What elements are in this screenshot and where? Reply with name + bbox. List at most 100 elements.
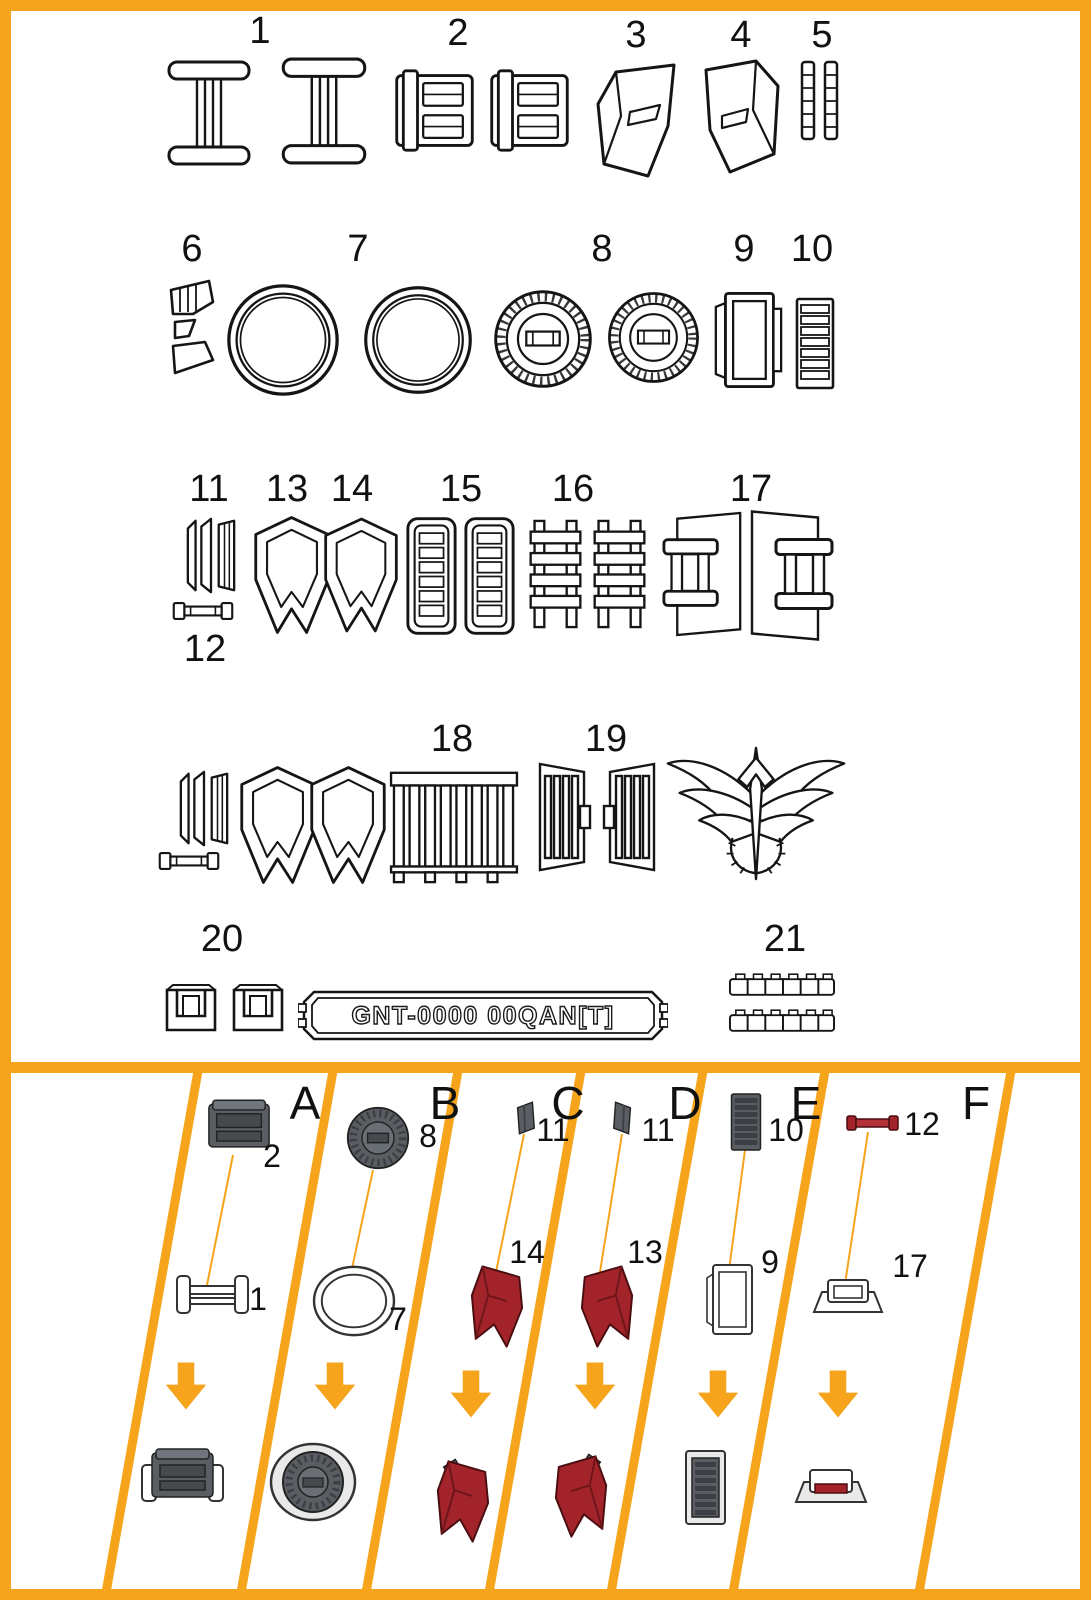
asm-c-part-11-label: 11 [536, 1112, 570, 1148]
part-11-diagram [186, 517, 236, 594]
part-label-18: 18 [430, 718, 474, 760]
part-20-diagram-a [165, 983, 217, 1032]
part-1-diagram-a [167, 60, 251, 166]
part-16-diagram-b [593, 519, 646, 629]
asm-e-part-9-label: 9 [761, 1244, 779, 1280]
assembly-step-f: F [961, 1077, 991, 1129]
assembly-step-d: D [668, 1077, 702, 1129]
assembly-step-e: E [790, 1077, 822, 1129]
asm-c-part-11 [516, 1101, 536, 1135]
part-label-2: 2 [447, 12, 469, 54]
part-16-diagram-a [529, 519, 582, 629]
part-19-diagram-a [538, 762, 592, 872]
part-label-9: 9 [733, 228, 755, 270]
asm-e-part-10-label: 10 [768, 1112, 804, 1148]
asm-a-part-1 [176, 1275, 249, 1314]
asm-b-part-7 [312, 1265, 396, 1337]
asm-b-part-8 [345, 1105, 411, 1171]
down-arrow-icon [817, 1370, 859, 1418]
asm-d-part-11-label: 11 [641, 1112, 675, 1148]
part-label-7: 7 [347, 228, 369, 270]
asm-c-part-14 [470, 1265, 524, 1348]
part-label-16: 16 [551, 468, 595, 510]
asm-a-part-1-label: 1 [249, 1281, 267, 1317]
part-19-diagram-b [602, 762, 656, 872]
part-label-4: 4 [730, 14, 752, 56]
part-15-diagram-b [464, 517, 515, 635]
part-label-1: 1 [249, 10, 271, 52]
part-label-21: 21 [763, 918, 807, 960]
asm-f-part-12-label: 12 [904, 1106, 940, 1142]
down-arrow-icon [450, 1370, 492, 1418]
part-5-diagram [800, 60, 839, 141]
assembly-step-a: A [289, 1077, 321, 1129]
asm-d-part-13-label: 13 [627, 1234, 663, 1270]
part-12-diagram-r4 [158, 851, 220, 871]
part-label-6: 6 [181, 228, 203, 270]
part-4-diagram [704, 59, 780, 174]
asm-b-part-7-label: 7 [389, 1301, 407, 1337]
asm-d-part-11 [612, 1101, 632, 1135]
asm-f-result [795, 1469, 867, 1503]
part-15-diagram-a [406, 517, 457, 635]
part-2-diagram-b [490, 69, 569, 152]
part-21-diagram-a [728, 973, 836, 996]
part-12-diagram [172, 601, 234, 621]
down-arrow-icon [574, 1362, 616, 1410]
asm-b-result [268, 1440, 358, 1525]
down-arrow-icon [165, 1362, 207, 1410]
part-7-diagram-b [364, 286, 472, 394]
part-20-diagram-b [232, 983, 284, 1032]
section-divider [0, 1062, 1091, 1073]
asm-e-result [685, 1450, 726, 1525]
diagonal-divider-7 [909, 1069, 1016, 1600]
part-label-17: 17 [729, 468, 773, 510]
part-label-3: 3 [625, 14, 647, 56]
assembly-step-b: B [429, 1077, 461, 1129]
part-label-13: 13 [265, 468, 309, 510]
down-arrow-icon [314, 1362, 356, 1410]
asm-e-part-10 [730, 1093, 762, 1151]
part-8-diagram-b [606, 290, 701, 385]
part-8-diagram-a [492, 288, 594, 390]
part-14-diagram [324, 517, 398, 633]
part-2-diagram-a [395, 69, 474, 152]
asm-c-part-14-label: 14 [509, 1234, 545, 1270]
assembly-step-c: C [551, 1077, 585, 1129]
wing-emblem-icon [662, 742, 850, 884]
asm-c-result [432, 1455, 492, 1545]
part-17-diagram-a [662, 511, 742, 637]
part-6-diagram [169, 279, 215, 375]
part-21-diagram-b [728, 1009, 836, 1032]
part-11-diagram-r4 [179, 770, 229, 847]
part-label-10: 10 [790, 228, 834, 270]
asm-b-part-8-label: 8 [419, 1118, 437, 1154]
part-label-19: 19 [584, 718, 628, 760]
part-label-5: 5 [811, 14, 833, 56]
part-label-11: 11 [189, 468, 229, 510]
asm-a-part-2-label: 2 [263, 1138, 281, 1174]
asm-a-result [141, 1448, 224, 1502]
part-label-14: 14 [330, 468, 374, 510]
part-label-15: 15 [439, 468, 483, 510]
asm-f-part-17-label: 17 [892, 1248, 928, 1284]
part-14-diagram-r4 [310, 766, 386, 884]
asm-d-part-13 [580, 1265, 634, 1348]
diagonal-divider-1 [96, 1069, 203, 1600]
part-3-diagram [596, 63, 676, 178]
asm-e-part-9 [706, 1264, 753, 1335]
asm-f-part-17 [813, 1279, 883, 1313]
part-1-diagram-b [281, 57, 367, 165]
part-18-diagram [389, 771, 519, 884]
part-10-diagram [795, 297, 835, 390]
part-17-diagram-b [750, 510, 834, 641]
part-13-diagram [254, 516, 330, 634]
part-13-diagram-r4 [240, 766, 316, 884]
part-label-20: 20 [200, 918, 244, 960]
down-arrow-icon [697, 1370, 739, 1418]
asm-d-result [552, 1450, 612, 1540]
part-label-12: 12 [183, 628, 227, 670]
part-7-diagram-a [227, 284, 339, 396]
nameplate-text: GNT-0000 00QAN[T] [351, 1001, 615, 1030]
